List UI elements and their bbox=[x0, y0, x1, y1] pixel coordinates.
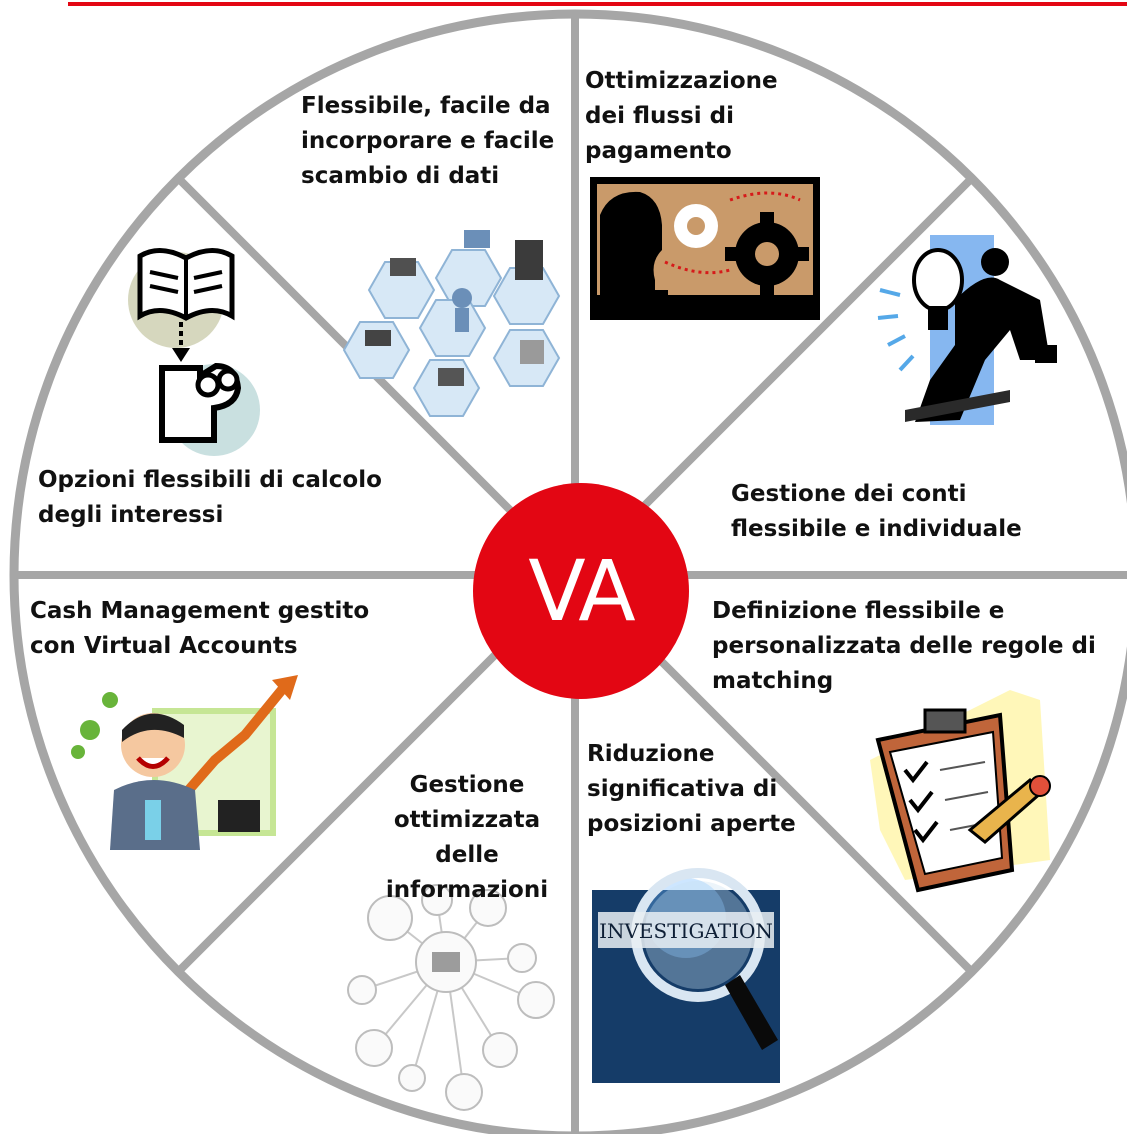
top-red-rule bbox=[68, 2, 1127, 6]
segment-label-account-management: Gestione dei conti flessibile e individu… bbox=[731, 481, 1022, 542]
svg-text:INVESTIGATION: INVESTIGATION bbox=[599, 919, 773, 943]
gears-head-icon bbox=[590, 177, 820, 320]
businessman-chart-icon bbox=[71, 675, 298, 850]
segment-label-information-management: Gestione ottimizzata delle informazioni bbox=[385, 772, 549, 903]
center-circle bbox=[473, 483, 689, 699]
segment-label-matching-rules: Definizione flessibile e personalizzata … bbox=[712, 598, 1096, 694]
center-label: VA bbox=[528, 542, 636, 640]
segment-label-payment-flows: Ottimizzazione dei flussi di pagamento bbox=[585, 68, 778, 164]
segment-label-data-exchange: Flessibile, facile da incorporare e faci… bbox=[301, 93, 555, 189]
clipboard-checklist-icon bbox=[870, 690, 1051, 893]
information-network-icon bbox=[347, 884, 555, 1111]
network-devices-icon bbox=[342, 230, 561, 417]
segment-label-open-positions: Riduzione significativa di posizioni ape… bbox=[587, 741, 796, 837]
segment-label-interest-calculation: Opzioni flessibili di calcolo degli inte… bbox=[38, 467, 382, 528]
book-reader-icon bbox=[128, 248, 260, 456]
segment-label-cash-management: Cash Management gestito con Virtual Acco… bbox=[30, 598, 370, 659]
investigation-magnifier-icon: INVESTIGATION bbox=[592, 868, 780, 1083]
lightbulb-man-icon bbox=[877, 235, 1057, 425]
